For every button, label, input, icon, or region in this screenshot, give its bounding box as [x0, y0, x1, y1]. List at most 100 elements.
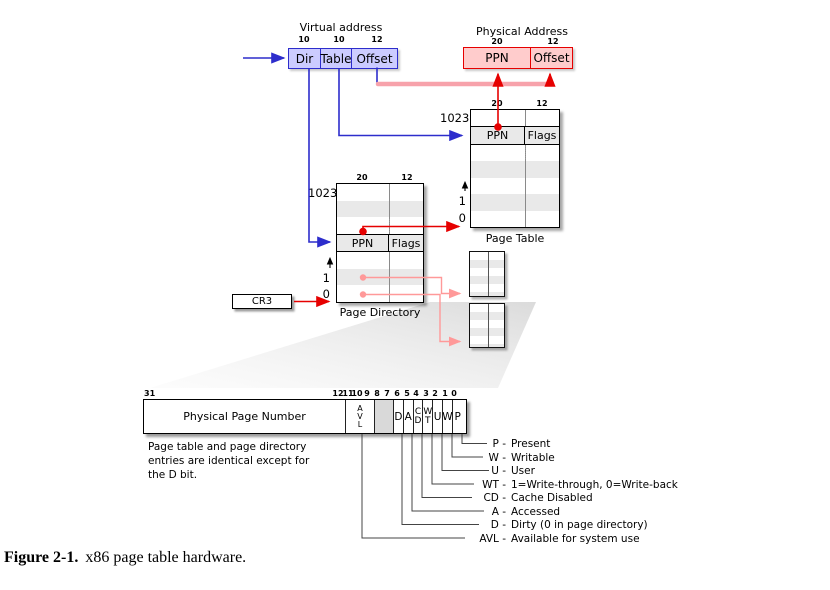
- va-dir-bits: 10: [298, 35, 310, 44]
- pt-row: [471, 161, 559, 178]
- virtual-address-box: Dir Table Offset: [288, 48, 398, 69]
- va-field-dir: Dir: [289, 49, 321, 68]
- pt-entry-flags: Flags: [527, 129, 557, 143]
- pa-field-offset: Offset: [533, 51, 570, 65]
- pd-index-1023: 1023: [308, 186, 338, 200]
- legend-row-cd: CD - Cache Disabled: [466, 492, 593, 504]
- pt-entry-row: PPN Flags: [471, 126, 559, 145]
- bit-number-10: 10: [351, 389, 363, 398]
- bit-number-9: 9: [364, 389, 370, 398]
- pt-entry-ppn: PPN: [471, 127, 525, 144]
- pd-index-0: 0: [322, 287, 330, 301]
- bitfield-cell-a: A: [404, 400, 414, 433]
- bit-number-11: 11: [342, 389, 354, 398]
- pd-ellipsis-dots: [389, 219, 390, 232]
- pd-row: [337, 184, 423, 201]
- legend-desc: Dirty (0 in page directory): [511, 519, 648, 531]
- bit-number-5: 5: [404, 389, 410, 398]
- bit-number-3: 3: [423, 389, 429, 398]
- bit-number-2: 2: [432, 389, 438, 398]
- pd-row: [337, 200, 423, 218]
- bitfield-cell-u: U: [433, 400, 443, 433]
- pt-row: [471, 194, 559, 211]
- page-directory-box: PPN Flags: [336, 183, 424, 303]
- figure-caption-number: Figure 2-1.: [4, 549, 79, 566]
- cr3-register-box: CR3: [232, 294, 292, 309]
- legend-row-avl: AVL - Available for system use: [466, 532, 640, 545]
- legend-desc: Accessed: [511, 505, 561, 518]
- bitfield-cell-avl: A V L: [346, 400, 375, 433]
- legend-desc: Present: [511, 438, 551, 450]
- virtual-address-title: Virtual address: [299, 21, 383, 34]
- legend-label: P -: [492, 438, 506, 450]
- pte-bitfield-box: Physical Page Number A V L D A C D W T U…: [143, 399, 467, 434]
- bitfield-cell-ppn: Physical Page Number: [144, 400, 346, 433]
- legend-row-wt: WT - 1=Write-through, 0=Write-back: [466, 479, 678, 491]
- pd-row: [337, 252, 423, 269]
- legend-label: U -: [491, 465, 506, 477]
- bitfield-cell-cd: C D: [414, 400, 424, 433]
- legend-row-u: U - User: [466, 465, 535, 477]
- pd-index-1: 1: [322, 271, 330, 285]
- physical-address-title: Physical Address: [475, 25, 569, 38]
- page-table-box: PPN Flags: [470, 109, 560, 228]
- page-table-label: Page Table: [485, 232, 545, 245]
- legend-label: AVL -: [479, 532, 506, 545]
- legend-desc: Writable: [511, 451, 555, 464]
- bitfield-cell-p: P: [454, 410, 461, 423]
- legend-row-p: P - Present: [466, 438, 551, 450]
- pd-entry-flags: Flags: [391, 236, 421, 250]
- pt-index-1023: 1023: [440, 111, 470, 125]
- va-field-table: Table: [320, 49, 352, 68]
- pt-index-1: 1: [458, 194, 466, 208]
- bit-number-1: 1: [442, 389, 448, 398]
- pd-entry-ppn: PPN: [337, 234, 389, 252]
- physical-address-box: PPN Offset: [463, 47, 573, 69]
- bitfield-high-bit: 31: [144, 389, 156, 398]
- pt-row: [471, 211, 559, 227]
- pt-row: [471, 178, 559, 194]
- pt-row: [471, 110, 559, 126]
- bitfield-cell-wt: W T: [423, 400, 434, 433]
- small-page-table-1: [469, 251, 505, 297]
- bitfield-cell-d: D: [394, 400, 404, 433]
- pt-ellipsis-dots: [525, 146, 526, 159]
- small-page-table-2: [469, 303, 505, 348]
- pa-offset-bits: 12: [547, 37, 559, 46]
- pd-ppn-bits: 20: [356, 173, 368, 182]
- legend-row-d: D - Dirty (0 in page directory): [466, 519, 648, 531]
- bit-number-0: 0: [451, 389, 457, 398]
- cr3-label: CR3: [251, 296, 273, 307]
- bit-number-8: 8: [374, 389, 380, 398]
- bitfield-cell-reserved: [375, 400, 394, 433]
- pa-ppn-bits: 20: [491, 37, 503, 46]
- bit-number-6: 6: [394, 389, 400, 398]
- pd-row: [337, 217, 423, 234]
- legend-desc: 1=Write-through, 0=Write-back: [511, 478, 678, 491]
- legend-desc: Available for system use: [511, 532, 640, 545]
- pt-ppn-bits: 20: [491, 99, 503, 108]
- va-field-offset: Offset: [356, 51, 393, 66]
- bit-number-7: 7: [384, 389, 390, 398]
- legend-row-a: A - Accessed: [466, 506, 560, 518]
- bitfield-note: Page table and page directory entries ar…: [148, 441, 310, 481]
- legend-label: D -: [490, 519, 506, 531]
- pa-field-ppn: PPN: [464, 48, 531, 68]
- legend-desc: Cache Disabled: [511, 492, 593, 504]
- legend-label: A -: [491, 505, 506, 518]
- va-table-bits: 10: [333, 35, 345, 44]
- legend-label: CD -: [483, 492, 506, 504]
- pd-flags-bits: 12: [401, 173, 413, 182]
- page-directory-label: Page Directory: [339, 306, 421, 319]
- pt-flags-bits: 12: [536, 99, 548, 108]
- legend-label: WT -: [482, 478, 506, 491]
- va-offset-bits: 12: [371, 35, 383, 44]
- pt-row: [471, 145, 559, 161]
- bit-number-12: 12: [332, 389, 344, 398]
- pd-entry-row: PPN Flags: [337, 233, 423, 253]
- legend-desc: User: [511, 465, 535, 477]
- bit-number-4: 4: [413, 389, 419, 398]
- bitfield-cell-w: W: [442, 400, 453, 433]
- legend-label: W -: [488, 451, 506, 464]
